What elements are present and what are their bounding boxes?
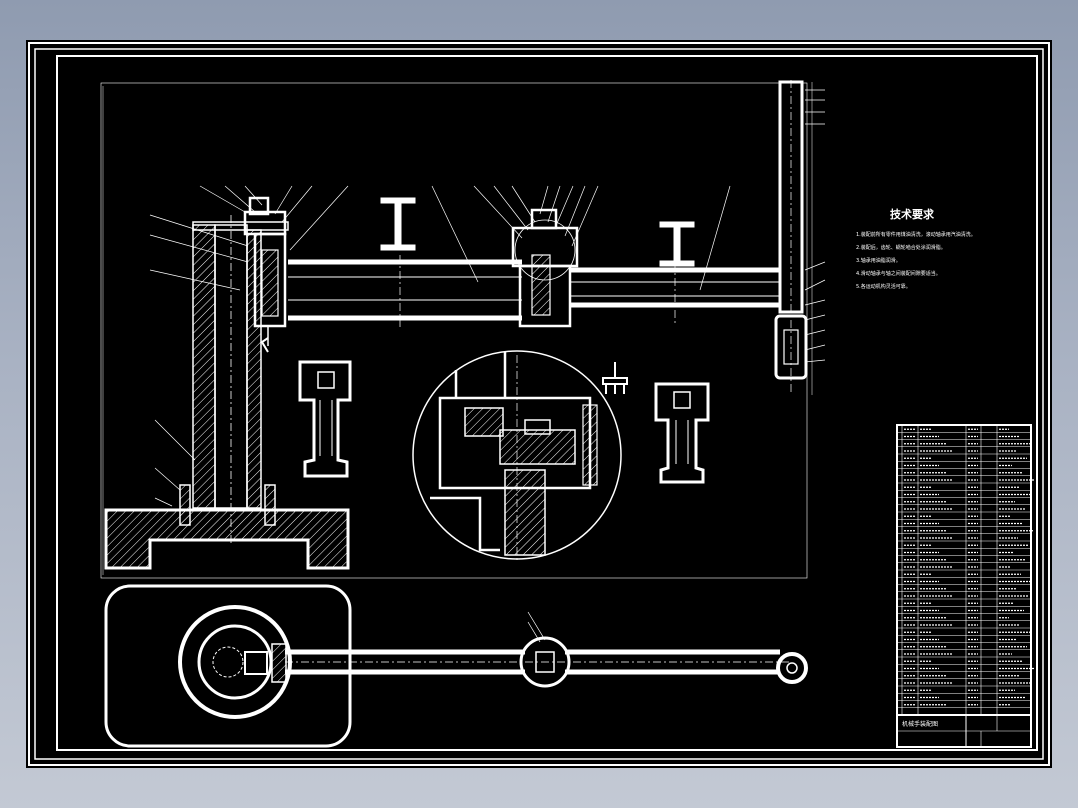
drawing-name: 机械手装配图 xyxy=(902,720,938,728)
tech-requirement-line: 5.各运动机构灵活可靠。 xyxy=(856,283,911,290)
plan-view xyxy=(104,584,808,748)
inner-border xyxy=(34,48,1044,760)
detail-part-b xyxy=(654,382,710,484)
shoulder-joint xyxy=(243,196,287,353)
bolt-symbol xyxy=(602,362,628,394)
parts-list-table xyxy=(896,424,1034,716)
tech-requirements-title: 技术要求 xyxy=(890,207,935,221)
title-block: 机械手装配图 xyxy=(896,714,1032,748)
tech-requirement-line: 3.轴承用油脂润滑。 xyxy=(856,257,901,264)
leader-lines xyxy=(102,82,826,575)
tech-requirement-line: 4.滑动轴承与轴之间装配间隙要适当。 xyxy=(856,270,941,277)
detail-part-a xyxy=(298,360,352,478)
tech-requirement-line: 1.装配前所有零件用煤油清洗，滚动轴承用汽油清洗。 xyxy=(856,231,976,238)
drawing-frame xyxy=(56,55,1038,751)
i-beam-sections xyxy=(380,197,695,267)
tech-requirement-line: 2.装配后，齿轮、蜗轮啮合处涂润滑脂。 xyxy=(856,244,946,251)
arm-segment-1 xyxy=(288,255,522,328)
arm-segment-2 xyxy=(570,262,780,325)
outer-border xyxy=(28,42,1050,766)
base-section xyxy=(104,484,350,570)
column-assembly xyxy=(192,215,289,545)
wrist-rod xyxy=(774,80,808,395)
tech-requirements: 技术要求 1.装配前所有零件用煤油清洗，滚动轴承用汽油清洗。 2.装配后，齿轮、… xyxy=(856,207,976,290)
enlarged-detail-view xyxy=(412,350,622,560)
